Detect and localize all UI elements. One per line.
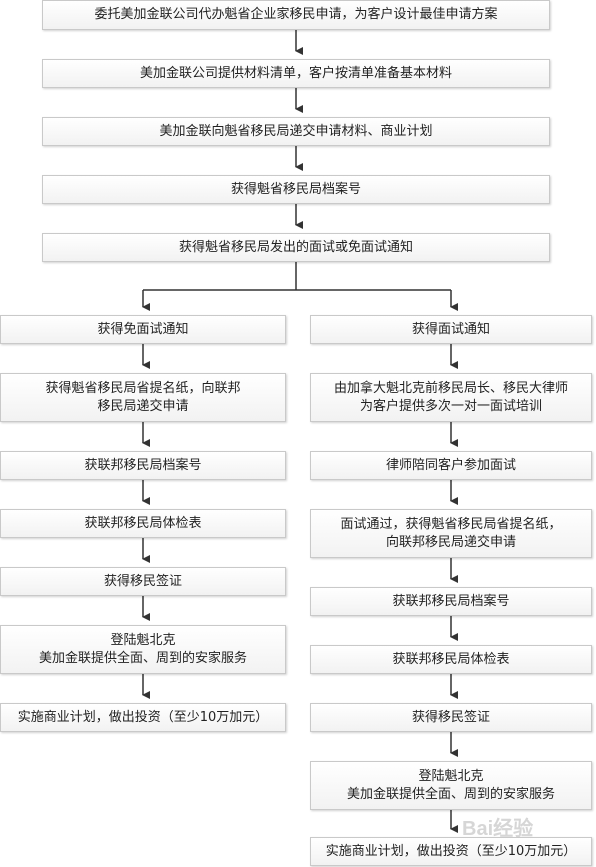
step-label-line-1: 由加拿大魁北克前移民局长、移民大律师 [333,380,568,396]
right-medical-form: 获联邦移民局体检表 [310,645,592,674]
step-label-line-2: 美加金联提供全面、周到的安家服务 [38,650,247,666]
left-no-interview-notice: 获得免面试通知 [0,315,286,344]
step-label-line-2: 美加金联提供全面、周到的安家服务 [346,786,555,802]
step-quebec-file-number: 获得魁省移民局档案号 [42,175,550,204]
step-label: 获得面试通知 [411,321,490,337]
step-interview-notice: 获得魁省移民局发出的面试或免面试通知 [42,233,550,262]
right-landing-quebec: 登陆魁北克 美加金联提供全面、周到的安家服务 [310,761,592,810]
step-label-line-1: 登陆魁北克 [110,632,176,648]
step-label: 实施商业计划，做出投资（至少10万加元） [325,843,577,859]
step-label: 获联邦移民局档案号 [84,457,202,473]
step-label: 获联邦移民局体检表 [84,515,202,531]
step-label-line-2: 移民局递交申请 [97,398,189,414]
step-submit-application: 美加金联向魁省移民局递交申请材料、商业计划 [42,117,550,146]
right-federal-file-number: 获联邦移民局档案号 [310,587,592,616]
right-interview-notice: 获得面试通知 [310,315,592,344]
left-federal-file-number: 获联邦移民局档案号 [0,451,286,480]
right-interview-training: 由加拿大魁北克前移民局长、移民大律师 为客户提供多次一对一面试培训 [310,373,592,422]
left-business-plan: 实施商业计划，做出投资（至少10万加元） [0,703,286,732]
right-business-plan: 实施商业计划，做出投资（至少10万加元） [310,837,592,866]
left-immigrant-visa: 获得移民签证 [0,567,286,596]
step-label: 获联邦移民局体检表 [392,651,510,667]
step-label: 获得移民签证 [103,573,182,589]
step-label-line-1: 登陆魁北克 [418,768,484,784]
step-commission: 委托美加金联公司代办魁省企业家移民申请，为客户设计最佳申请方案 [42,0,550,30]
step-label: 美加金联公司提供材料清单，客户按清单准备基本材料 [139,65,452,81]
watermark: Bai经验 [462,818,534,840]
step-label: 获得魁省移民局档案号 [230,181,361,197]
step-label: 律师陪同客户参加面试 [385,457,516,473]
left-landing-quebec: 登陆魁北克 美加金联提供全面、周到的安家服务 [0,625,286,674]
step-label: 获联邦移民局档案号 [392,593,510,609]
step-label: 获得魁省移民局发出的面试或免面试通知 [178,239,413,255]
step-label: 委托美加金联公司代办魁省企业家移民申请，为客户设计最佳申请方案 [94,7,498,22]
step-label: 获得移民签证 [411,709,490,725]
step-label: 实施商业计划，做出投资（至少10万加元） [17,709,269,725]
step-label-line-2: 向联邦移民局递交申请 [385,534,516,550]
step-label-line-2: 为客户提供多次一对一面试培训 [359,398,542,414]
left-medical-form: 获联邦移民局体检表 [0,509,286,538]
step-material-list: 美加金联公司提供材料清单，客户按清单准备基本材料 [42,59,550,88]
right-interview-passed: 面试通过，获得魁省移民局省提名纸， 向联邦移民局递交申请 [310,509,592,558]
right-lawyer-accompany: 律师陪同客户参加面试 [310,451,592,480]
step-label: 美加金联向魁省移民局递交申请材料、商业计划 [159,123,433,139]
left-nomination-certificate: 获得魁省移民局省提名纸，向联邦 移民局递交申请 [0,373,286,422]
step-label-line-1: 面试通过，获得魁省移民局省提名纸， [340,516,562,532]
step-label-line-1: 获得魁省移民局省提名纸，向联邦 [45,380,241,396]
step-label: 获得免面试通知 [97,321,189,337]
right-immigrant-visa: 获得移民签证 [310,703,592,732]
